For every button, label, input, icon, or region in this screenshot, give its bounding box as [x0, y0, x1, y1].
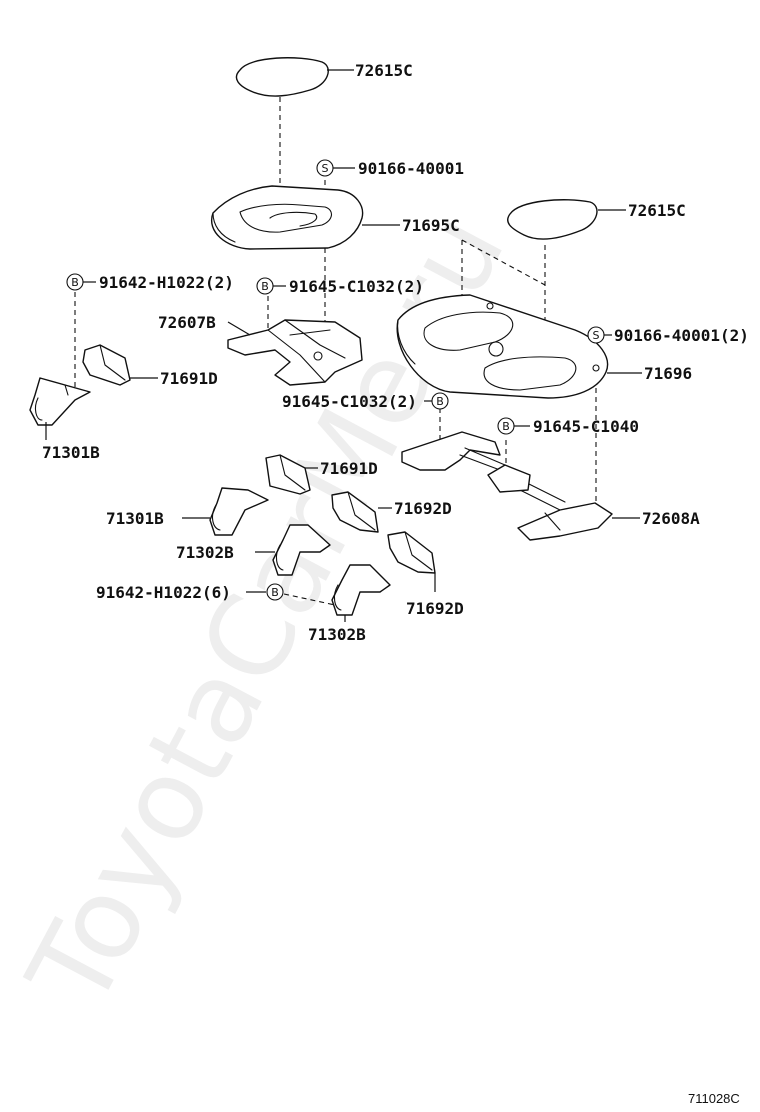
symbol-b: B: [502, 420, 510, 433]
callout-72615c-right: 72615C: [628, 201, 686, 220]
housing-71696: [396, 294, 609, 399]
diagram-reference: 711028C: [688, 1091, 740, 1106]
callout-71301b-middle: 71301B: [106, 509, 164, 528]
callout-91645-c1032-2-top-label: 91645-C1032(2): [289, 277, 424, 296]
callout-91642-h1022-2: B 91642-H1022(2): [66, 273, 234, 292]
clip-71692d-lower: [387, 531, 436, 574]
bracket-72607b: [227, 319, 363, 386]
callout-72607b: 72607B: [158, 313, 216, 332]
symbol-b: B: [271, 586, 279, 599]
callout-71691d-upper: 71691D: [160, 369, 218, 388]
symbol-b: B: [436, 395, 444, 408]
leader-lines: [45, 69, 642, 622]
bracket-72608a: [401, 431, 613, 541]
clip-71302b-lower: [331, 564, 391, 616]
callout-72615c-top: 72615C: [355, 61, 413, 80]
clip-71691d-upper: [82, 344, 131, 386]
bracket-71301b-middle: [209, 487, 269, 536]
symbol-s: S: [322, 162, 329, 175]
callout-71302b-lower: 71302B: [308, 625, 366, 644]
clip-71692d-middle: [331, 491, 379, 533]
callout-71692d-middle: 71692D: [394, 499, 452, 518]
callout-71302b-middle: 71302B: [176, 543, 234, 562]
bracket-71301b-upper: [29, 377, 91, 426]
callout-91645-c1032-2-mid: 91645-C1032(2) B: [282, 392, 449, 411]
callout-91645-c1040-label: 91645-C1040: [533, 417, 639, 436]
callout-90166-40001-label: 90166-40001: [358, 159, 464, 178]
callout-91642-h1022-6-label: 91642-H1022(6): [96, 583, 231, 602]
callout-90166-40001-2: S 90166-40001(2): [587, 326, 749, 345]
symbol-s: S: [593, 329, 600, 342]
lens-72615c-upper: [235, 57, 329, 97]
symbol-b: B: [261, 280, 269, 293]
callout-71695c: 71695C: [402, 216, 460, 235]
callout-90166-40001-top: S 90166-40001: [316, 159, 464, 178]
callout-91645-c1032-2-top: B 91645-C1032(2): [256, 277, 424, 296]
symbol-b: B: [71, 276, 79, 289]
clip-71302b-middle: [272, 524, 331, 576]
lens-72615c-right: [506, 199, 598, 240]
callout-71301b-upper: 71301B: [42, 443, 100, 462]
callout-90166-40001-2-label: 90166-40001(2): [614, 326, 749, 345]
callout-91645-c1032-2-mid-label: 91645-C1032(2): [282, 392, 417, 411]
housing-71695c: [210, 185, 364, 250]
callout-71692d-lower: 71692D: [406, 599, 464, 618]
callout-71696: 71696: [644, 364, 692, 383]
callout-91645-c1040: B 91645-C1040: [497, 417, 639, 436]
callout-91642-h1022-6: 91642-H1022(6) B: [96, 583, 284, 602]
callout-71691d-middle: 71691D: [320, 459, 378, 478]
clip-71691d-middle: [265, 454, 311, 495]
callout-91642-h1022-2-label: 91642-H1022(2): [99, 273, 234, 292]
callout-72608a: 72608A: [642, 509, 700, 528]
